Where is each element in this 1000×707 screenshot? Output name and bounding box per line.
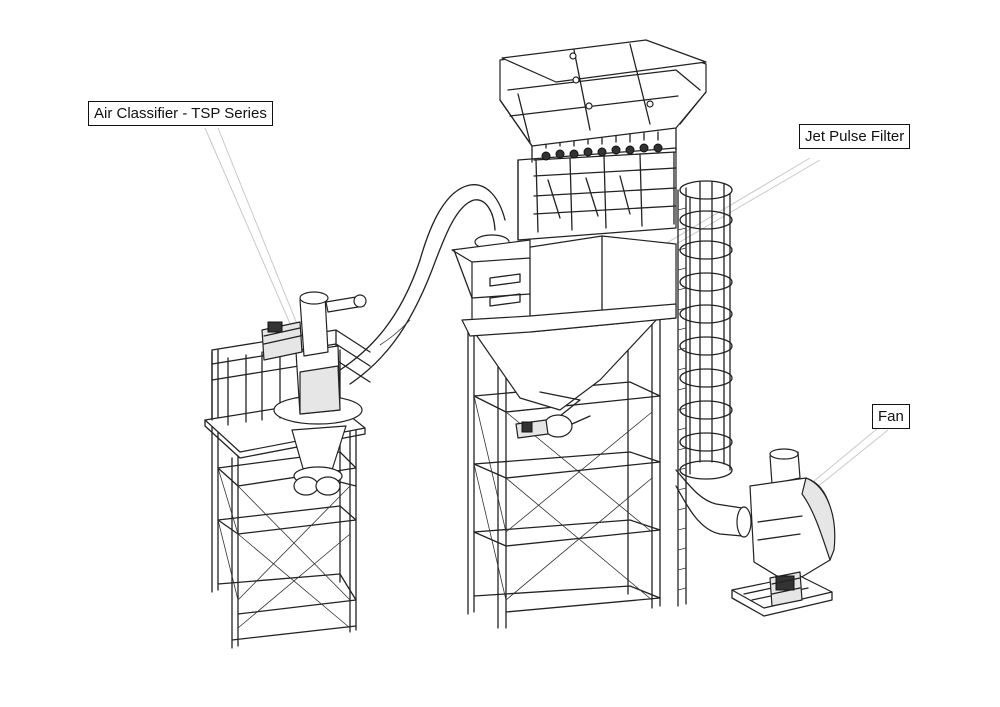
fan-label: Fan: [872, 404, 910, 429]
air-classifier-label: Air Classifier - TSP Series: [88, 101, 273, 126]
caged-ladder: [677, 180, 733, 607]
pulse-valve-row: [541, 131, 663, 161]
jet-pulse-filter-tower: [451, 39, 707, 629]
air-classifier-tower: [204, 291, 371, 649]
jet-pulse-filter-label: Jet Pulse Filter: [799, 124, 911, 149]
duct-filter-to-fan: [675, 469, 752, 538]
fan-unit: [731, 448, 836, 617]
